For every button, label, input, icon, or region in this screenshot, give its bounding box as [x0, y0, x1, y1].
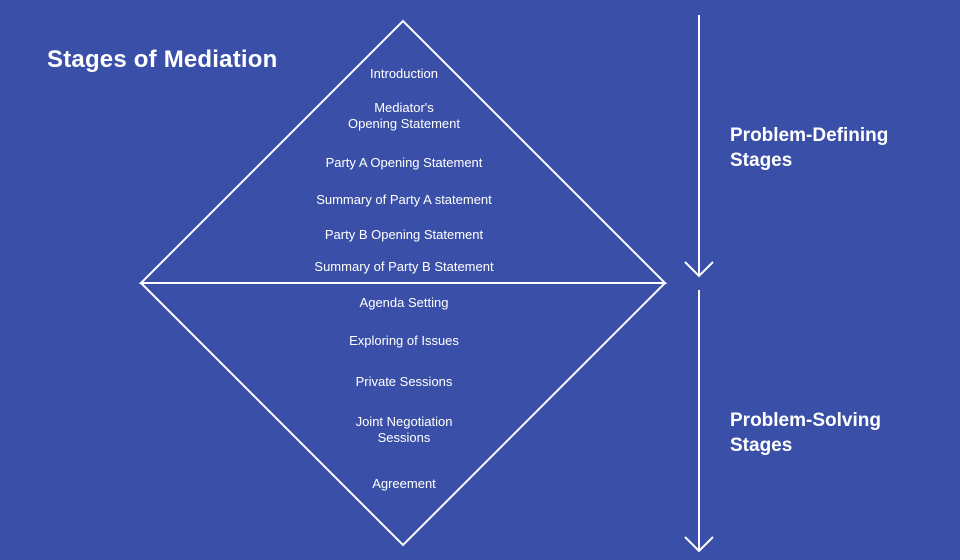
stage-private-sessions: Private Sessions [355, 374, 453, 389]
stage-exploring-issues: Exploring of Issues [349, 333, 459, 348]
problem-defining-arrow [684, 15, 714, 278]
stage-summary-party-b: Summary of Party B Statement [314, 259, 494, 274]
stage-introduction: Introduction [370, 66, 438, 81]
problem-solving-label: Problem-Solving Stages [730, 410, 881, 456]
stage-party-a-opening-statement: Party A Opening Statement [325, 155, 483, 170]
stage-summary-party-a: Summary of Party A statement [316, 192, 492, 207]
stage-joint-negotiation-sessions: Joint Negotiation Sessions [355, 414, 453, 445]
upper-triangle [138, 19, 668, 284]
lower-triangle [140, 282, 666, 547]
problem-solving-arrow [684, 290, 714, 553]
stage-mediator-opening-statement: Mediator's Opening Statement [347, 100, 461, 131]
problem-defining-label: Problem-Defining Stages [730, 125, 889, 171]
arrowhead-icon [684, 536, 714, 553]
diagram-title: Stages of Mediation [47, 46, 278, 73]
stage-agenda-setting: Agenda Setting [359, 295, 449, 310]
arrowhead-icon [684, 261, 714, 278]
stage-party-b-opening-statement: Party B Opening Statement [324, 227, 484, 242]
stage-agreement: Agreement [372, 476, 436, 491]
